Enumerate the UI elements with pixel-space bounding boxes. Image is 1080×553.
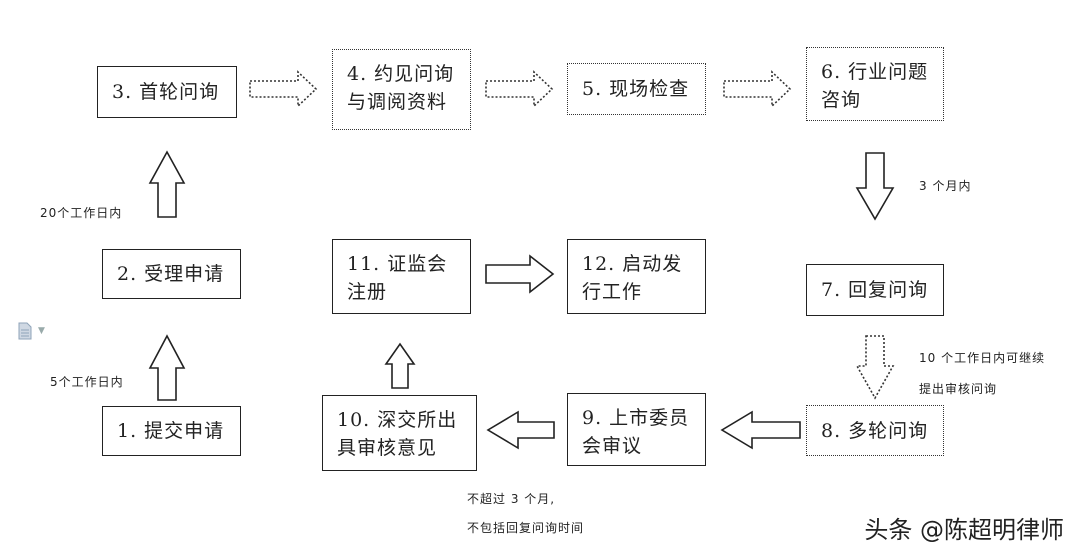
arrow-right-5-6: [723, 70, 792, 108]
step-4-label-line2: 与调阅资料: [347, 91, 448, 113]
step-1-submit-application: 1. 提交申请: [102, 406, 241, 456]
step-6-industry-consultation: 6. 行业问题 咨询: [806, 47, 944, 121]
arrow-right-11-12: [485, 254, 555, 294]
step-4-label-line1: 4. 约见问询: [347, 63, 455, 85]
step-3-first-inquiry: 3. 首轮问询: [97, 66, 237, 118]
note-max-3-months-line2: 不包括回复问询时间: [467, 521, 585, 535]
step-10-label-line1: 10. 深交所出: [337, 409, 458, 431]
dropdown-caret-icon: ▼: [38, 326, 45, 336]
step-8-label: 8. 多轮问询: [821, 419, 929, 442]
note-max-3-months-line1: 不超过 3 个月,: [467, 492, 556, 506]
step-12-label-line2: 行工作: [582, 281, 643, 303]
step-1-label: 1. 提交申请: [117, 420, 225, 442]
arrow-up-10-11: [384, 342, 416, 389]
step-2-label: 2. 受理申请: [117, 263, 225, 285]
step-9-label-line2: 会审议: [582, 435, 643, 457]
step-12-start-issuance: 12. 启动发 行工作: [567, 239, 706, 314]
step-10-szse-review-opinion: 10. 深交所出 具审核意见: [322, 395, 477, 471]
document-icon: [18, 322, 32, 340]
step-7-reply-inquiry: 7. 回复问询: [806, 264, 944, 316]
step-4-interview-and-review: 4. 约见问询 与调阅资料: [332, 49, 471, 130]
arrow-right-3-4: [249, 70, 318, 108]
arrow-down-6-7: [855, 152, 895, 221]
note-10-working-days-line2: 提出审核问询: [919, 382, 998, 396]
arrow-right-4-5: [485, 70, 554, 108]
step-6-label-line1: 6. 行业问题: [821, 61, 929, 83]
watermark: 头条 @陈超明律师: [864, 516, 1064, 544]
arrow-left-8-9: [720, 410, 801, 450]
arrow-up-1-2: [148, 334, 186, 401]
arrow-up-2-3: [148, 150, 186, 218]
note-5-working-days: 5个工作日内: [50, 375, 124, 389]
arrow-down-7-8: [855, 335, 895, 400]
step-11-csrc-registration: 11. 证监会 注册: [332, 239, 471, 314]
step-5-onsite-inspection: 5. 现场检查: [567, 63, 706, 115]
arrow-left-9-10: [486, 410, 555, 450]
note-10-working-days-line1: 10 个工作日内可继续: [919, 351, 1046, 365]
step-11-label-line2: 注册: [347, 281, 388, 303]
step-10-label-line2: 具审核意见: [337, 437, 438, 459]
step-2-accept-application: 2. 受理申请: [102, 249, 241, 299]
step-9-label-line1: 9. 上市委员: [582, 407, 690, 429]
step-8-multi-round-inquiry: 8. 多轮问询: [806, 405, 944, 456]
note-3-months: 3 个月内: [919, 179, 972, 193]
note-20-working-days: 20个工作日内: [40, 206, 123, 220]
step-7-label: 7. 回复问询: [821, 279, 929, 301]
step-3-label: 3. 首轮问询: [112, 81, 220, 103]
step-6-label-line2: 咨询: [821, 89, 862, 111]
step-12-label-line1: 12. 启动发: [582, 253, 683, 275]
step-9-listing-committee-review: 9. 上市委员 会审议: [567, 393, 706, 466]
step-5-label: 5. 现场检查: [582, 78, 690, 100]
step-11-label-line1: 11. 证监会: [347, 253, 448, 275]
